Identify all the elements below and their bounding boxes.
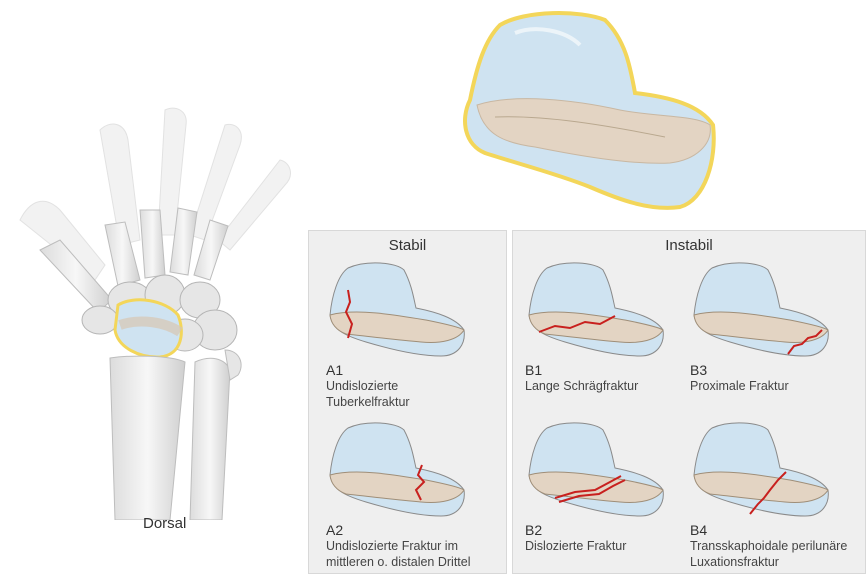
case-desc-line: Undislozierte Fraktur im bbox=[326, 538, 496, 554]
case-desc-line: Proximale Fraktur bbox=[690, 378, 860, 394]
case-b3: B3 Proximale Fraktur bbox=[690, 260, 860, 394]
view-label: Dorsal bbox=[143, 515, 186, 532]
case-desc-line: Transskaphoidale perilunäre bbox=[690, 538, 860, 554]
case-b1: B1 Lange Schrägfraktur bbox=[525, 260, 695, 394]
case-desc-line: mittleren o. distalen Drittel bbox=[326, 554, 496, 570]
wrist-dorsal-illustration bbox=[0, 100, 300, 520]
scaphoid-b2-icon bbox=[525, 420, 670, 518]
case-desc-line: Luxationsfraktur bbox=[690, 554, 860, 570]
case-code: A1 bbox=[326, 362, 496, 378]
case-desc-line: Dislozierte Fraktur bbox=[525, 538, 695, 554]
scaphoid-b4-icon bbox=[690, 420, 835, 518]
case-desc-line: Undislozierte bbox=[326, 378, 496, 394]
scaphoid-a2-icon bbox=[326, 420, 471, 518]
scaphoid-b1-icon bbox=[525, 260, 670, 358]
case-desc-line: Lange Schrägfraktur bbox=[525, 378, 695, 394]
scaphoid-a1-icon bbox=[326, 260, 471, 358]
case-b2: B2 Dislozierte Fraktur bbox=[525, 420, 695, 554]
case-code: B1 bbox=[525, 362, 695, 378]
case-code: B3 bbox=[690, 362, 860, 378]
scaphoid-large-illustration bbox=[455, 5, 720, 220]
case-desc-line: Tuberkelfraktur bbox=[326, 394, 496, 410]
case-b4: B4 Transskaphoidale perilunäre Luxations… bbox=[690, 420, 860, 570]
scaphoid-b3-icon bbox=[690, 260, 835, 358]
case-a2: A2 Undislozierte Fraktur im mittleren o.… bbox=[326, 420, 496, 570]
case-a1: A1 Undislozierte Tuberkelfraktur bbox=[326, 260, 496, 410]
unstable-title: Instabil bbox=[513, 237, 865, 254]
case-code: B2 bbox=[525, 522, 695, 538]
case-code: B4 bbox=[690, 522, 860, 538]
stable-title: Stabil bbox=[309, 237, 506, 254]
case-code: A2 bbox=[326, 522, 496, 538]
